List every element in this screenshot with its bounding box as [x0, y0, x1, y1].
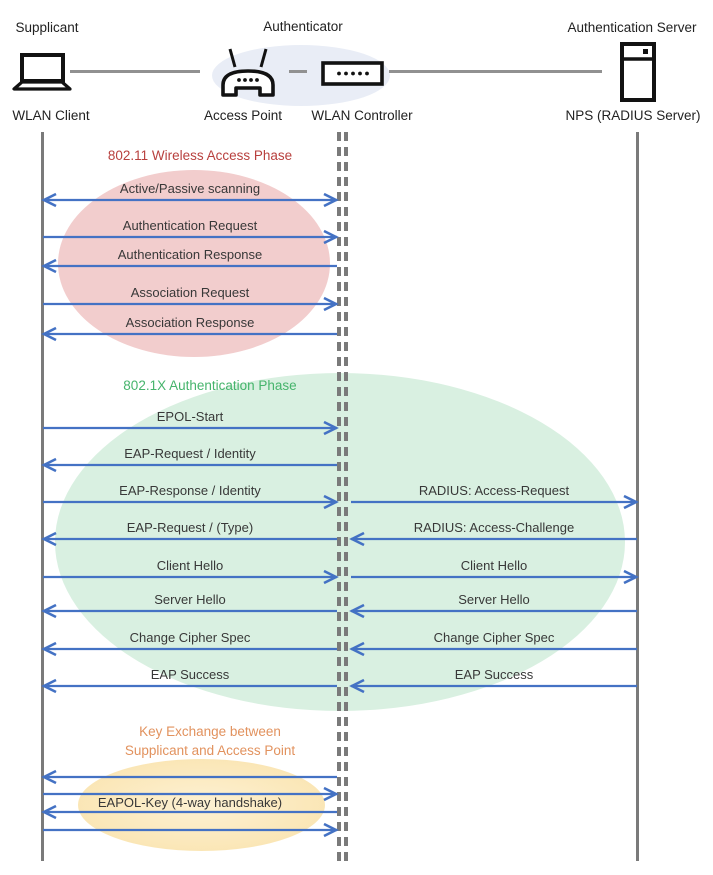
lifeline-authentication-server: [636, 132, 639, 861]
laptop-icon: [12, 53, 72, 91]
device-label-wlan-client: WLAN Client: [12, 108, 90, 123]
device-label-wlan-controller: WLAN Controller: [311, 108, 413, 123]
connector-dash-middle: [289, 70, 307, 73]
lifeline-authenticator-left: [337, 132, 341, 861]
lifeline-supplicant: [41, 132, 44, 861]
server-icon: [620, 42, 656, 102]
lifeline-authenticator-right: [344, 132, 348, 861]
role-label-authenticator: Authenticator: [263, 19, 343, 34]
role-label-authentication-server: Authentication Server: [567, 20, 697, 35]
device-label-access-point: Access Point: [203, 108, 283, 123]
phase-title-auth: 802.1X Authentication Phase: [123, 378, 297, 393]
connector-line-right: [389, 70, 602, 73]
wireless-phase-ellipse: [58, 170, 330, 357]
phase-title-key-exchange: Key Exchange between Supplicant and Acce…: [124, 724, 296, 758]
connector-line-left: [70, 70, 200, 73]
role-label-supplicant: Supplicant: [15, 20, 79, 35]
device-label-nps-radius-server: NPS (RADIUS Server): [565, 108, 701, 123]
wlan-controller-icon: [321, 61, 384, 86]
access-point-icon: [221, 48, 275, 97]
key-exchange-ellipse: [78, 759, 325, 851]
phase-title-wireless: 802.11 Wireless Access Phase: [107, 148, 293, 163]
